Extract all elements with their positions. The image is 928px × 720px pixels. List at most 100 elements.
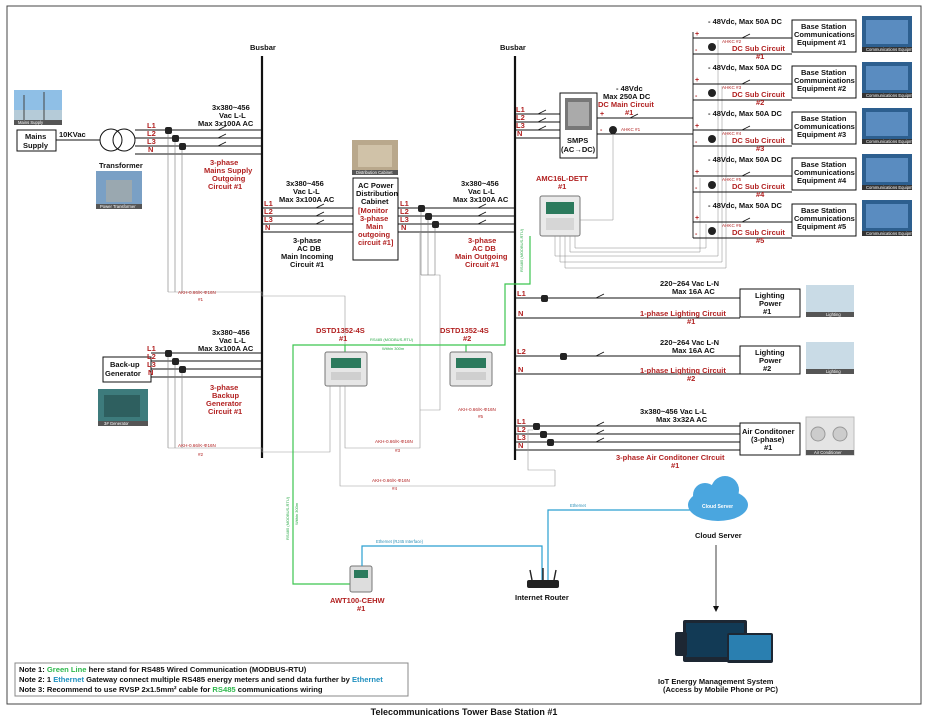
smps-label-1: SMPS — [567, 136, 588, 145]
dc-sub-5-equipment-box — [791, 203, 857, 237]
acdb-in-4: Circuit #1 — [290, 260, 324, 269]
dc-sub-2-circuit-num: #2 — [756, 98, 764, 107]
dc-sub-3-circuit-num: #3 — [756, 144, 764, 153]
mains-supply-photo: Mains Supply — [14, 90, 62, 125]
dc-sub-3-circuit: DC Sub Circuit — [732, 136, 785, 145]
awt-label-2: #1 — [357, 604, 365, 613]
svg-text:N: N — [517, 129, 522, 138]
amc16l-meter — [539, 195, 581, 237]
gen-spec-3: Max 3x100A AC — [198, 344, 254, 353]
mains-spec-1: 3x380~456 — [212, 103, 250, 112]
svg-text:L3: L3 — [517, 433, 526, 442]
dc-sub-4-ct — [708, 181, 716, 189]
acpd-note-3: Main — [366, 222, 384, 231]
awt100-gateway — [349, 565, 373, 593]
light1-spec-2: Max 16A AC — [672, 287, 715, 296]
svg-text:L1: L1 — [516, 105, 525, 114]
generator-label-2: Generator — [105, 369, 141, 378]
amc-label-1: AMC16L-DETT — [536, 174, 589, 183]
dc-sub-3-equipment-box — [791, 111, 857, 145]
dc-sub-5-minus-sign: - — [695, 231, 698, 238]
gen-spec-2: Vac L-L — [219, 336, 246, 345]
acpd-note-5: circuit #1] — [358, 238, 394, 247]
gen-circ-2: Backup — [212, 391, 240, 400]
lighting-2-box — [739, 345, 801, 375]
svg-text:L3: L3 — [400, 215, 409, 224]
ac-cabinet-box — [352, 177, 399, 261]
light2-label-2: Power — [759, 356, 782, 365]
awt-label-1: AWT100-CEHW — [330, 596, 386, 605]
dc-sub-1-equipment-box — [791, 19, 857, 53]
light2-circ: 1-phase Lighting Circuit — [640, 366, 726, 375]
akh4-num: #4 — [392, 486, 398, 491]
light1-label-3: #1 — [763, 307, 771, 316]
gen-L1: L1 — [147, 344, 156, 353]
mains-cts — [165, 127, 186, 292]
note-1: Note 1: Green Line here stand for RS485 … — [19, 665, 307, 674]
aircon-circ-2: #1 — [671, 461, 679, 470]
acpd-title-3: Cabinet — [361, 197, 389, 206]
svg-text:L2: L2 — [264, 207, 273, 216]
svg-text:L1: L1 — [264, 199, 273, 208]
svg-text:N: N — [265, 223, 270, 232]
acdb-in-2: AC DB — [297, 244, 321, 253]
dc-sub-4-spec: - 48Vdc, Max 50A DC — [708, 155, 782, 164]
acdb-out-3: Main Outgoing — [455, 252, 508, 261]
svg-text:L2: L2 — [400, 207, 409, 216]
rs485-vertical-awt: RS485 (MODBUS-RTU) — [285, 496, 290, 540]
dc-sub-4-circuit-num: #4 — [756, 190, 765, 199]
svg-text:L1: L1 — [517, 417, 526, 426]
akh3-label: AKH-0.66/K-Φ16N — [375, 439, 413, 444]
dc-sub-3-equipment-photo-caption-bar — [862, 139, 912, 144]
dc-sub-4-equipment-photo-screen — [866, 158, 908, 182]
dc-sub-5-breaker — [741, 217, 751, 223]
dc-sub-1-ahkc: AHKC #2 — [722, 39, 742, 44]
svg-text:N: N — [401, 223, 406, 232]
akh3-route — [344, 232, 421, 449]
dc-sub-1-plus-sign: + — [695, 31, 699, 38]
light1-spec-1: 220~264 Vac L-N — [660, 279, 719, 288]
generator-box — [102, 356, 152, 383]
dc-sub-2-equipment-photo-caption: Communications Equipment — [866, 93, 919, 98]
mains-photo-caption: Mains Supply — [18, 120, 44, 125]
dc-sub-2-spec: - 48Vdc, Max 50A DC — [708, 63, 782, 72]
dc-sub-4-equip-3: Equipment #4 — [797, 176, 847, 185]
dc-sub-2-breaker — [741, 79, 751, 85]
lighting-photo-1 — [806, 285, 854, 317]
mains-breakers — [217, 125, 227, 147]
dc-sub-2-circuit: DC Sub Circuit — [732, 90, 785, 99]
dc-sub-2-equipment-photo-caption-bar — [862, 93, 912, 98]
dc-sub-3-plus-sign: + — [695, 123, 699, 130]
amc-label-2: #1 — [558, 182, 566, 191]
mains-out-1: 3-phase — [210, 158, 238, 167]
transformer-symbol — [99, 128, 136, 152]
svg-text:L1: L1 — [147, 121, 156, 130]
amc-ct-wires — [554, 40, 727, 269]
light1-label-2: Power — [759, 299, 782, 308]
iot-label-2: (Access by Mobile Phone or PC) — [663, 685, 779, 694]
aircon-label-1: Air Conditoner — [742, 427, 795, 436]
akh1-label: AKH-0.66/K-Φ16N — [178, 290, 216, 295]
cabinet-photo — [352, 140, 398, 175]
ethernet-router-cloud — [547, 509, 690, 580]
dc-sub-1-minus-sign: - — [695, 47, 698, 54]
dc-sub-2-minus-sign: - — [695, 93, 698, 100]
iot-label-1: IoT Energy Management System — [658, 677, 774, 686]
akh4-route — [339, 380, 556, 487]
dc-sub-2-ct — [708, 89, 716, 97]
dc-sub-5-ahkc: AHKC #6 — [722, 223, 742, 228]
lighting-photo-1-caption: Lighting — [826, 312, 841, 317]
svg-text:L1: L1 — [517, 289, 526, 298]
acdb-out-wires — [398, 207, 515, 233]
dstd1-label-2: #1 — [339, 334, 347, 343]
gen-L2: L2 — [147, 352, 156, 361]
acpd-title-2: Distribution — [356, 189, 398, 198]
dc-sub-5-equipment-photo-screen — [866, 204, 908, 228]
acdb-in-wires — [262, 207, 353, 233]
akh3-num: #3 — [395, 448, 401, 453]
aircon-label-2: (3-phase) — [751, 435, 785, 444]
mains-outgoing-wires — [135, 129, 262, 155]
acdb-in-1: 3-phase — [293, 236, 321, 245]
mains-out-4: Circuit #1 — [208, 182, 242, 191]
